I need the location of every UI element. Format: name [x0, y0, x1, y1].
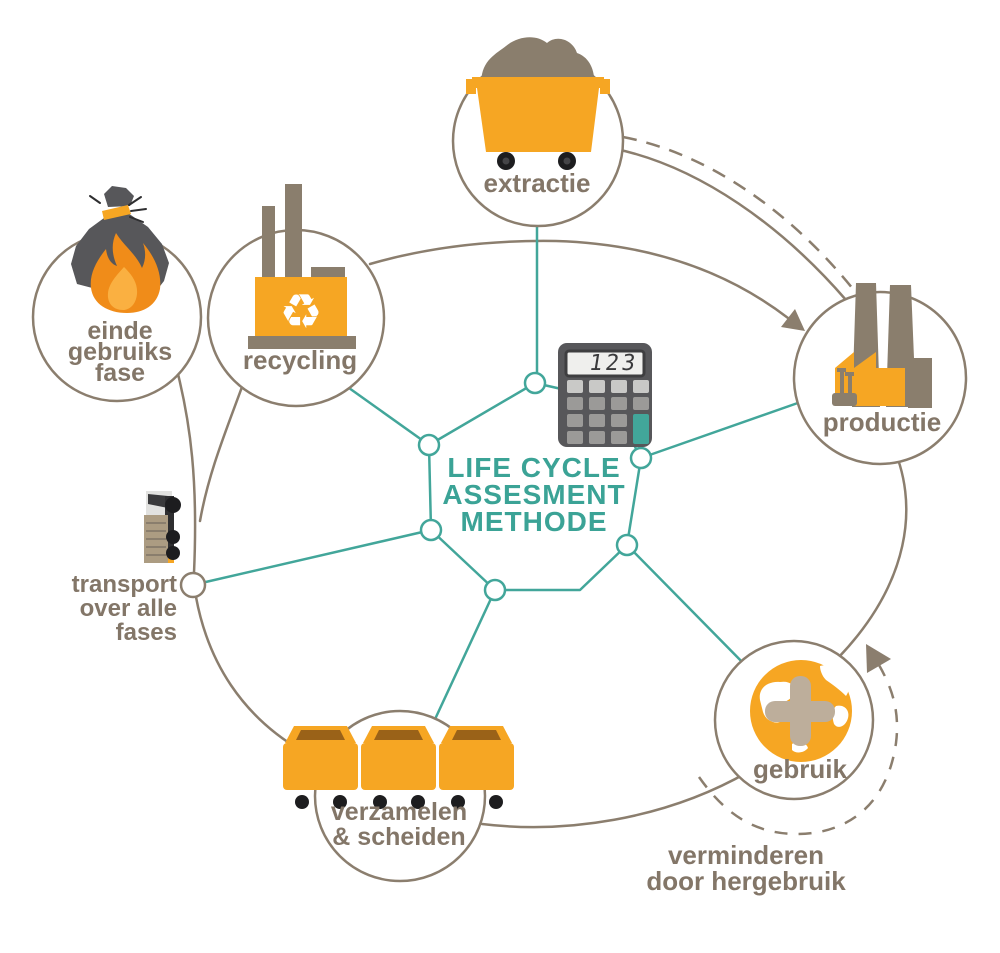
recycling-factory-icon: ♻ — [248, 184, 356, 349]
ring-arrowhead — [781, 309, 805, 331]
octagon-nodes — [417, 371, 653, 602]
label-verzamelen: verzamelen & scheiden — [330, 798, 468, 851]
truck-icon — [144, 491, 181, 563]
recycle-symbol-icon: ♻ — [279, 284, 322, 340]
label-extractie: extractie — [483, 168, 591, 198]
burning-waste-bag-icon — [71, 186, 169, 313]
filled-waste-container-icon — [466, 37, 610, 170]
end-phase-connector — [174, 364, 197, 575]
calculator-display: 123 — [587, 351, 640, 376]
spoke-recycling — [341, 381, 430, 447]
calculator-icon — [558, 343, 652, 447]
label-productie: productie — [822, 407, 942, 437]
label-gebruik: gebruik — [753, 754, 847, 784]
recycling-connector — [198, 374, 248, 523]
factory-icon — [832, 283, 932, 408]
diagram-title: LIFE CYCLE ASSESMENT METHODE — [442, 452, 626, 537]
globe-plus-icon — [750, 660, 852, 762]
spoke-productie — [640, 396, 813, 460]
label-hergebruik: verminderen door hergebruik — [646, 840, 846, 896]
reuse-arrowhead — [866, 644, 891, 673]
spoke-transport — [196, 528, 432, 586]
spoke-verzamelen — [428, 589, 497, 731]
label-einde: einde gebruiks fase — [67, 317, 173, 387]
reuse-cycle-arc — [697, 644, 899, 836]
transport-node — [179, 571, 207, 599]
outer-ring — [174, 239, 908, 829]
spoke-gebruik — [626, 544, 753, 673]
extraction-production-link — [614, 135, 854, 302]
label-transport: transport over alle fases — [71, 571, 177, 646]
label-recycling: recycling — [242, 345, 358, 375]
